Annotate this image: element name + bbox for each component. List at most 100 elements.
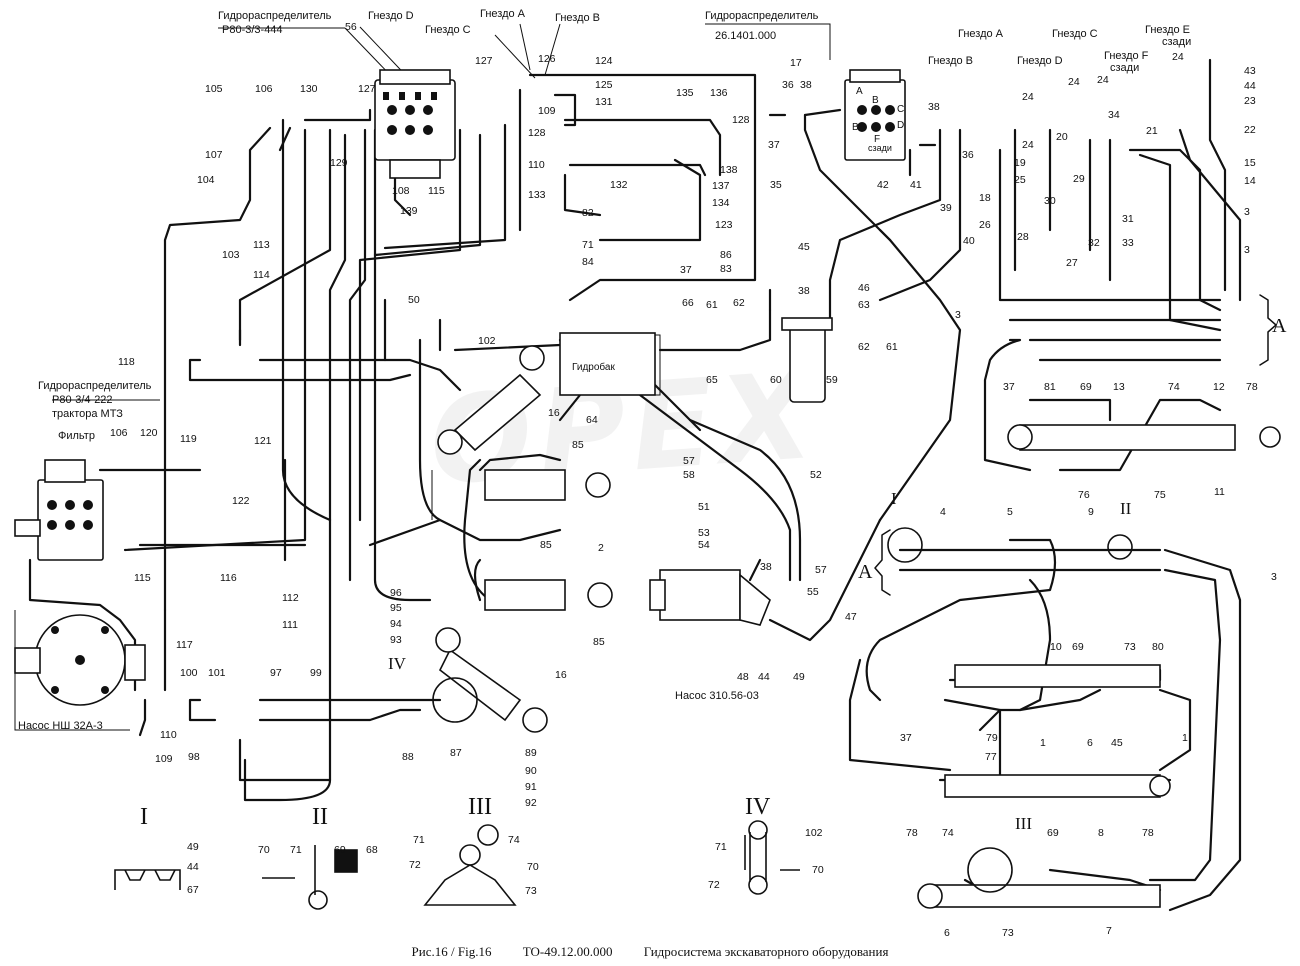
- detail-i-44: 44: [187, 861, 199, 873]
- callout-43: 43: [1244, 65, 1256, 77]
- callout-54: 54: [698, 539, 710, 551]
- detail-iii-72: 72: [409, 859, 421, 871]
- detail-iv-102: 102: [805, 827, 823, 839]
- callout-36b: 36: [962, 149, 974, 161]
- caption-title: Гидросистема экскаваторного оборудования: [643, 944, 889, 959]
- callout-17: 17: [790, 57, 802, 69]
- callout-106: 106: [255, 83, 273, 95]
- detail-iv-70: 70: [812, 864, 824, 876]
- detail-iii-70: 70: [527, 861, 539, 873]
- callout-77: 77: [985, 751, 997, 763]
- callout-61a: 61: [706, 299, 718, 311]
- callout-104: 104: [197, 174, 215, 186]
- detail-i-title: I: [140, 804, 148, 830]
- callout-78b: 78: [906, 827, 918, 839]
- callout-122: 122: [232, 495, 250, 507]
- callout-20: 20: [1056, 131, 1068, 143]
- callout-73b: 73: [1002, 927, 1014, 939]
- callout-16b: 16: [555, 669, 567, 681]
- callout-25: 25: [1014, 174, 1026, 186]
- callout-29: 29: [1073, 173, 1085, 185]
- callout-44a: 44: [758, 671, 770, 683]
- callout-45b: 45: [1111, 737, 1123, 749]
- callout-128b: 128: [732, 114, 750, 126]
- callout-19: 19: [1014, 157, 1026, 169]
- callout-30: 30: [1044, 195, 1056, 207]
- callout-114: 114: [253, 269, 270, 281]
- callout-125: 125: [595, 79, 613, 91]
- callout-2: 2: [598, 542, 604, 554]
- detail-ii-title: II: [312, 804, 328, 830]
- socket-d-right: Гнездо D: [1017, 55, 1063, 67]
- callout-64: 64: [586, 414, 598, 426]
- callout-100: 100: [180, 667, 198, 679]
- callout-115b: 115: [134, 572, 151, 584]
- callout-27: 27: [1066, 257, 1078, 269]
- callout-120: 120: [140, 427, 158, 439]
- socket-c-right: Гнездо C: [1052, 28, 1098, 40]
- socket-f-rear: сзади: [1110, 62, 1140, 74]
- callout-38d: 38: [760, 561, 772, 573]
- callout-12: 12: [1213, 381, 1225, 393]
- callout-35: 35: [770, 179, 782, 191]
- callout-6a: 6: [1087, 737, 1093, 749]
- callout-65: 65: [706, 374, 718, 386]
- detail-ii-71: 71: [290, 844, 302, 856]
- callout-99: 99: [310, 667, 322, 679]
- callout-132: 132: [610, 179, 628, 191]
- callout-95: 95: [390, 602, 402, 614]
- callout-105: 105: [205, 83, 223, 95]
- callout-108: 108: [392, 185, 410, 197]
- bracket-a-left: A: [858, 561, 873, 583]
- callout-18: 18: [979, 192, 991, 204]
- callout-103: 103: [222, 249, 240, 261]
- detail-iii-74: 74: [508, 834, 520, 846]
- callout-113: 113: [253, 239, 270, 251]
- callout-3e: 3: [1271, 571, 1277, 583]
- callout-7: 7: [1106, 925, 1112, 937]
- valve-letter-d: D: [897, 120, 905, 131]
- callout-119: 119: [180, 433, 197, 445]
- callout-116: 116: [220, 572, 237, 584]
- callout-88: 88: [402, 751, 414, 763]
- callout-8: 8: [1098, 827, 1104, 839]
- callout-47: 47: [845, 611, 857, 623]
- callout-79: 79: [986, 732, 998, 744]
- callout-92: 92: [525, 797, 537, 809]
- callout-11: 11: [1214, 486, 1225, 498]
- callout-124: 124: [595, 55, 613, 67]
- callout-38a: 38: [800, 79, 812, 91]
- callout-98: 98: [188, 751, 200, 763]
- callout-78c: 78: [1142, 827, 1154, 839]
- callout-36a: 36: [782, 79, 794, 91]
- callout-111: 111: [282, 619, 298, 631]
- marker-i-main: I: [891, 489, 897, 508]
- caption-fig: Рис.16 / Fig.16: [411, 944, 492, 959]
- callout-81: 81: [1044, 381, 1056, 393]
- callout-37a: 37: [680, 264, 692, 276]
- socket-b-top: Гнездо B: [555, 12, 601, 24]
- socket-b-right: Гнездо B: [928, 55, 974, 67]
- distributor-mtz-label: Гидрораспределитель: [38, 380, 152, 392]
- callout-90: 90: [525, 765, 537, 777]
- callout-1b: 1: [1182, 732, 1188, 744]
- detail-ii-68: 68: [366, 844, 378, 856]
- callout-5: 5: [1007, 506, 1013, 518]
- callout-96: 96: [390, 587, 402, 599]
- distributor-p80-444-label: Гидрораспределитель: [218, 10, 332, 22]
- callout-133: 133: [528, 189, 546, 201]
- callout-123: 123: [715, 219, 733, 231]
- callout-3c: 3: [1244, 206, 1250, 218]
- marker-iii-main: III: [1015, 814, 1032, 833]
- callout-110b: 110: [160, 729, 177, 741]
- callout-26: 26: [979, 219, 991, 231]
- pump-310-label: Насос 310.56-03: [675, 690, 759, 702]
- callout-102: 102: [478, 335, 496, 347]
- callout-130: 130: [300, 83, 318, 95]
- callout-115: 115: [428, 185, 445, 197]
- callout-33: 33: [1122, 237, 1134, 249]
- callout-62a: 62: [733, 297, 745, 309]
- socket-d-top: Гнездо D: [368, 10, 414, 22]
- callout-53: 53: [698, 527, 710, 539]
- callout-63: 63: [858, 299, 870, 311]
